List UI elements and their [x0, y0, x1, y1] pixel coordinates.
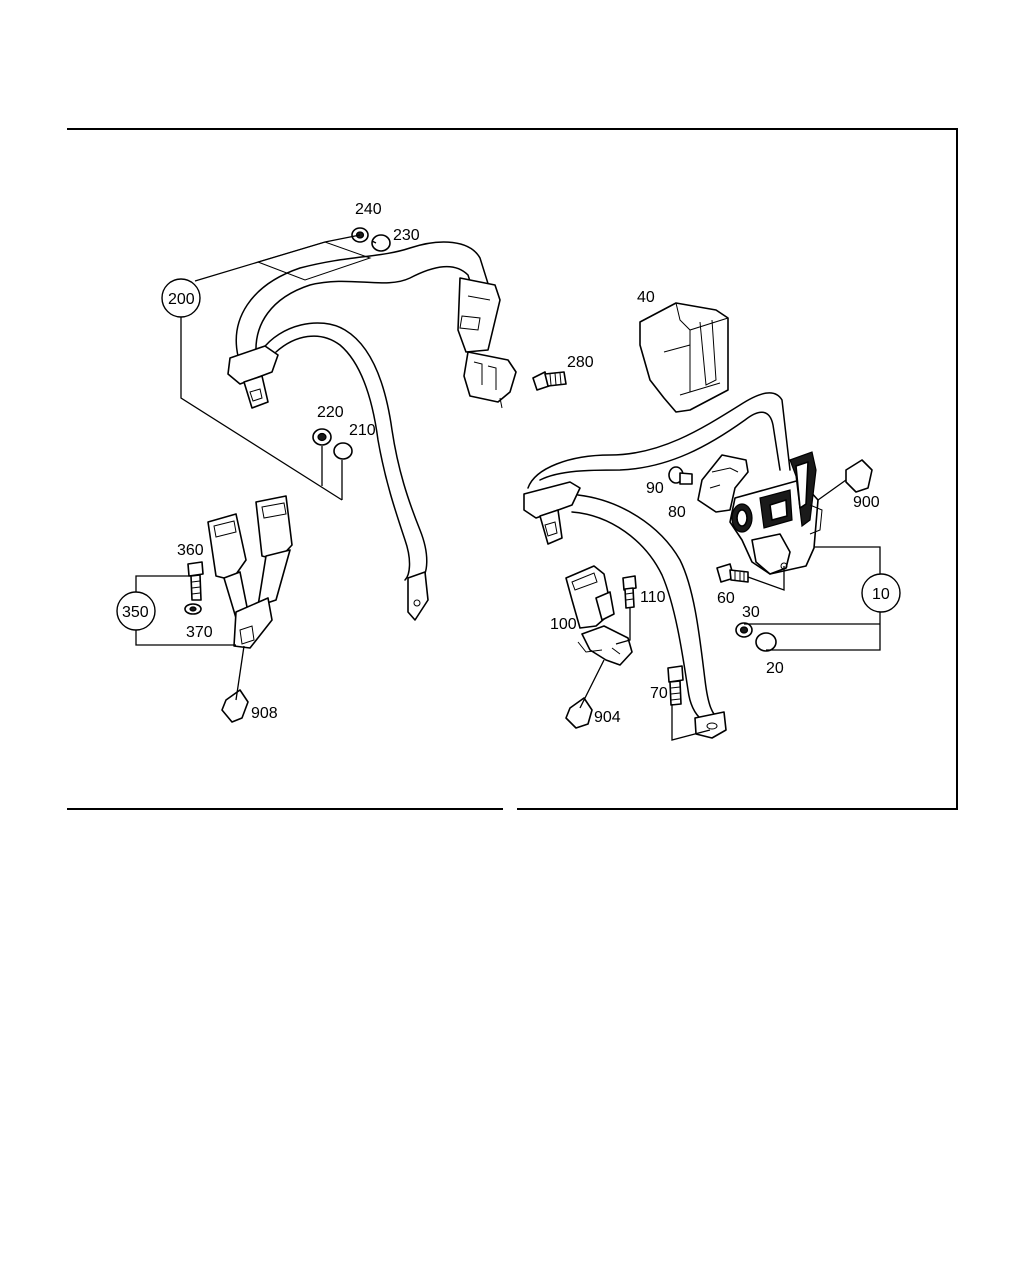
label-110: 110 [640, 589, 666, 606]
label-210: 210 [349, 422, 376, 439]
part-labels: 240 230 200 220 210 280 40 90 80 900 360… [122, 201, 890, 726]
label-904: 904 [594, 709, 621, 726]
double-buckle-assembly [184, 495, 293, 723]
diagram-frame [67, 128, 958, 810]
label-220: 220 [317, 404, 344, 421]
label-900: 900 [853, 494, 880, 511]
label-80: 80 [668, 504, 686, 521]
label-40: 40 [637, 289, 655, 306]
leader-lines [135, 234, 881, 741]
outer-belt-assembly [523, 302, 873, 739]
rear-center-belt-assembly [227, 227, 567, 621]
label-60: 60 [717, 590, 735, 607]
label-230: 230 [393, 227, 420, 244]
label-10: 10 [872, 586, 890, 603]
label-100: 100 [550, 616, 577, 633]
label-90: 90 [646, 480, 664, 497]
label-280: 280 [567, 354, 594, 371]
label-30: 30 [742, 604, 760, 621]
label-20: 20 [766, 660, 784, 677]
label-350: 350 [122, 604, 149, 621]
label-240: 240 [355, 201, 382, 218]
label-360: 360 [177, 542, 204, 559]
callout-circle-350 [116, 591, 156, 631]
callout-circle-10 [861, 573, 901, 613]
label-370: 370 [186, 624, 213, 641]
label-200: 200 [168, 291, 195, 308]
label-70: 70 [650, 685, 668, 702]
callout-circle-200 [161, 278, 201, 318]
label-908: 908 [251, 705, 278, 722]
